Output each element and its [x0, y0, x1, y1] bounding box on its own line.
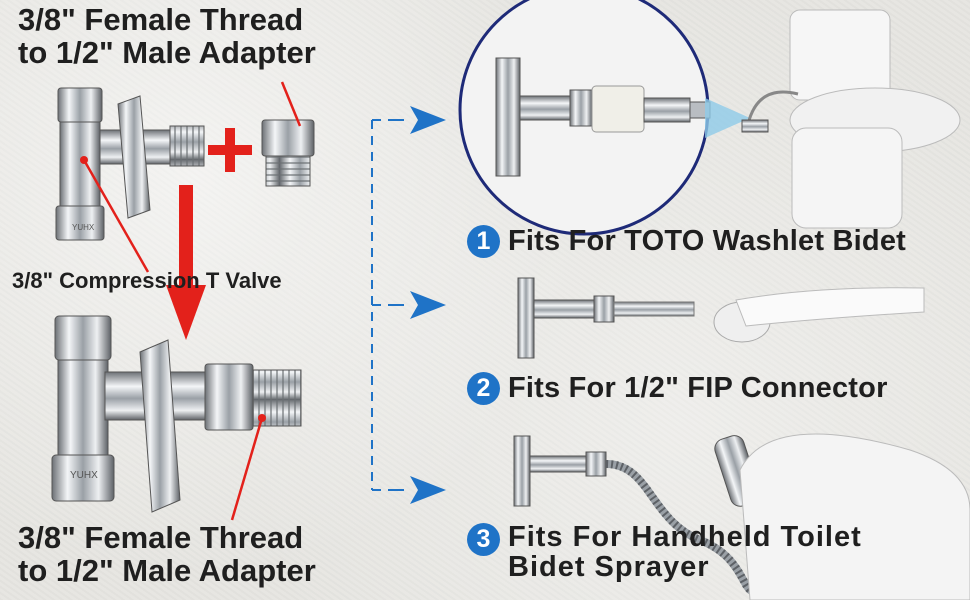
- fit-label-1: Fits For TOTO Washlet Bidet: [508, 225, 907, 257]
- product-illustration: YUHX YUHX: [51, 81, 446, 521]
- fip-assembly: [517, 277, 925, 359]
- plus-icon: [208, 128, 252, 172]
- top-title-line1: 3/8" Female Thread: [18, 2, 304, 37]
- number-badge-1: 1: [467, 225, 500, 258]
- valve-pointer-line: [82, 159, 150, 273]
- bottom-pointer-line: [230, 417, 264, 521]
- large-t-valve: YUHX: [51, 315, 302, 513]
- application-illustrations: [458, 0, 970, 600]
- separate-adapter: [261, 119, 315, 187]
- bottom-title-line2: to 1/2" Male Adapter: [18, 552, 316, 588]
- toto-toilet: [741, 9, 961, 229]
- adapter-pointer-line: [280, 81, 302, 127]
- sprayer-assembly: [513, 433, 970, 600]
- fit-item-2: 2 Fits For 1/2" FIP Connector: [467, 372, 888, 405]
- fit-item-1: 1 Fits For TOTO Washlet Bidet: [467, 225, 906, 258]
- top-title: 3/8" Female Thread to 1/2" Male Adapter: [18, 2, 316, 70]
- fit-label-3-line1: Fits For Handheld Toilet: [508, 521, 862, 553]
- fit-label-3: Fits For Handheld Toilet Bidet Sprayer: [508, 521, 862, 583]
- closeup-circle: [458, 0, 750, 236]
- fit-label-2: Fits For 1/2" FIP Connector: [508, 372, 888, 404]
- bottom-title-line1: 3/8" Female Thread: [18, 520, 304, 555]
- blue-arrows: [410, 106, 446, 504]
- compression-valve-label: 3/8" Compression T Valve: [12, 268, 282, 293]
- bottom-title: 3/8" Female Thread to 1/2" Male Adapter: [18, 520, 316, 588]
- small-valve-brand: YUHX: [72, 223, 95, 232]
- fit-label-3-line2: Bidet Sprayer: [508, 550, 710, 583]
- red-down-arrow: [166, 185, 206, 340]
- dashed-connectors: [371, 119, 408, 491]
- large-valve-brand: YUHX: [70, 470, 98, 481]
- top-title-line2: to 1/2" Male Adapter: [18, 34, 316, 70]
- fit-item-3: 3 Fits For Handheld Toilet Bidet Sprayer: [467, 521, 862, 583]
- small-t-valve: YUHX: [55, 87, 205, 241]
- number-badge-3: 3: [467, 523, 500, 556]
- number-badge-2: 2: [467, 372, 500, 405]
